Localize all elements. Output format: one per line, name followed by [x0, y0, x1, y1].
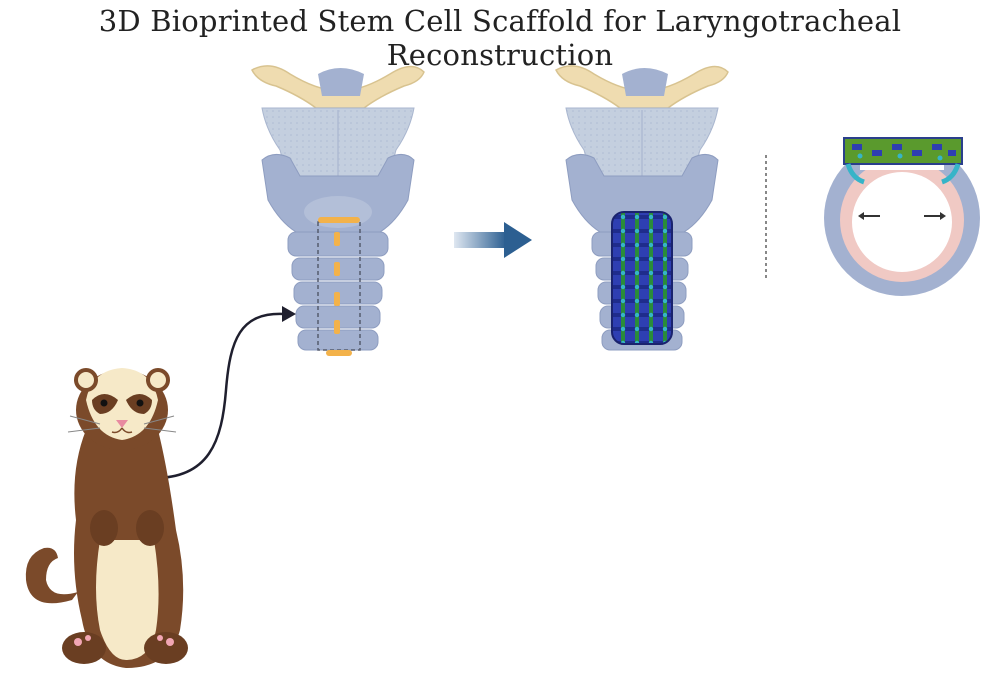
ferret-icon: [25, 368, 188, 668]
process-arrow-icon: [454, 222, 532, 258]
larynx-trachea-defect-icon: [251, 65, 425, 356]
curved-arrow-icon: [149, 306, 296, 480]
trachea-cross-section-icon: [824, 137, 980, 296]
figure-title: 3D Bioprinted Stem Cell Scaffold for Lar…: [98, 4, 902, 72]
larynx-trachea-scaffold-icon: [555, 65, 729, 351]
